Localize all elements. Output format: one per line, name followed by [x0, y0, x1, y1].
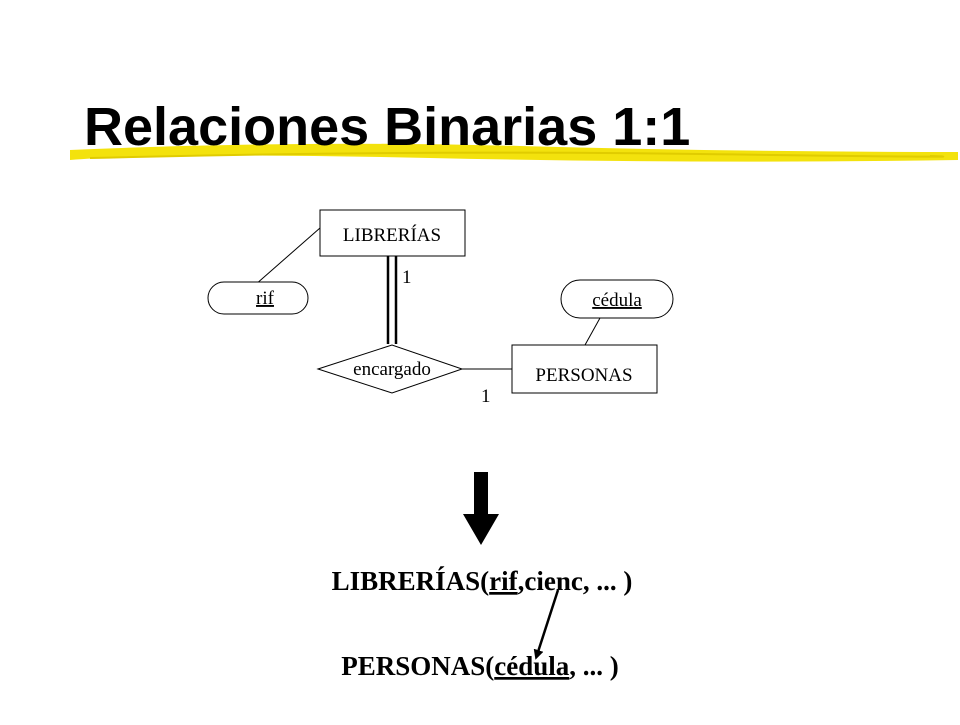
entity-librerias: [319, 209, 466, 257]
schema-personas: PERSONAS(cédula, ... ): [341, 651, 619, 681]
schema-librerias: LIBRERÍAS(rif,cienc, ... ): [332, 566, 633, 596]
attribute-rif: [207, 281, 309, 315]
cardinality-librerias: 1: [402, 267, 412, 288]
relationship-encargado-label: encargado: [353, 359, 431, 380]
entity-personas: [511, 344, 658, 394]
er-diagram: LIBRERÍAS PERSONAS encargado rif cédula …: [207, 209, 674, 407]
slide-title: Relaciones Binarias 1:1: [84, 97, 690, 157]
schema-personas-key: cédula: [494, 651, 570, 681]
transform-arrow-head: [463, 514, 499, 545]
foreign-key-arrow: [533, 589, 560, 660]
schema-librerias-prefix: LIBRERÍAS(: [332, 566, 490, 596]
attribute-rif-label: rif: [256, 288, 275, 309]
attribute-cedula-label: cédula: [592, 290, 642, 311]
entity-librerias-label: LIBRERÍAS: [343, 224, 441, 246]
transform-arrow-shaft: [474, 472, 488, 516]
schema-personas-prefix: PERSONAS(: [341, 651, 494, 681]
schema-librerias-key: rif: [489, 566, 518, 596]
relationship-encargado: [316, 344, 464, 394]
cedula-connector: [584, 317, 601, 346]
transform-arrow: [463, 472, 499, 545]
entity-personas-label: PERSONAS: [535, 365, 632, 386]
schema-librerias-rest: ,cienc, ... ): [518, 566, 633, 596]
title-highlight: [70, 143, 958, 162]
attribute-cedula: [560, 279, 674, 319]
schema-personas-rest: , ... ): [569, 651, 619, 681]
cardinality-personas: 1: [481, 386, 491, 407]
rif-connector: [254, 227, 321, 286]
